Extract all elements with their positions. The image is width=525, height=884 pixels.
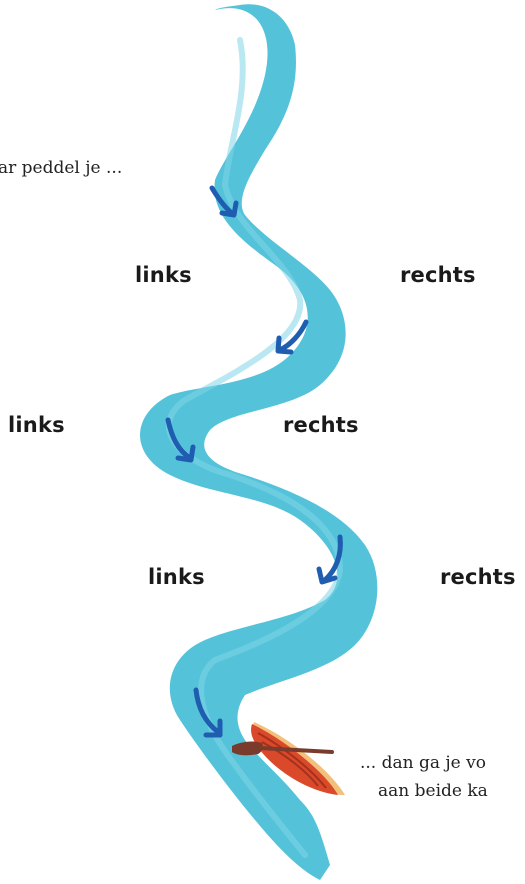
curved-arrow-icon — [209, 185, 239, 218]
outro-text-line1: ... dan ga je vo — [360, 753, 486, 773]
label-links-1: links — [135, 263, 192, 287]
label-rechts-1: rechts — [400, 263, 476, 287]
curved-arrow-icon — [316, 534, 343, 585]
curved-arrow-icon — [165, 417, 196, 463]
label-rechts-3: rechts — [440, 565, 516, 589]
label-links-2: links — [8, 413, 65, 437]
label-rechts-2: rechts — [283, 413, 359, 437]
rowing-boat-icon — [251, 722, 345, 795]
label-links-3: links — [148, 565, 205, 589]
intro-text: ar peddel je ... — [0, 158, 123, 178]
river-highlight — [165, 37, 344, 858]
curved-arrow-icon — [275, 319, 309, 355]
curved-arrow-icon — [193, 687, 223, 738]
paddle-icon — [232, 741, 334, 756]
river — [140, 4, 378, 880]
outro-text-line2: aan beide ka — [378, 781, 488, 801]
